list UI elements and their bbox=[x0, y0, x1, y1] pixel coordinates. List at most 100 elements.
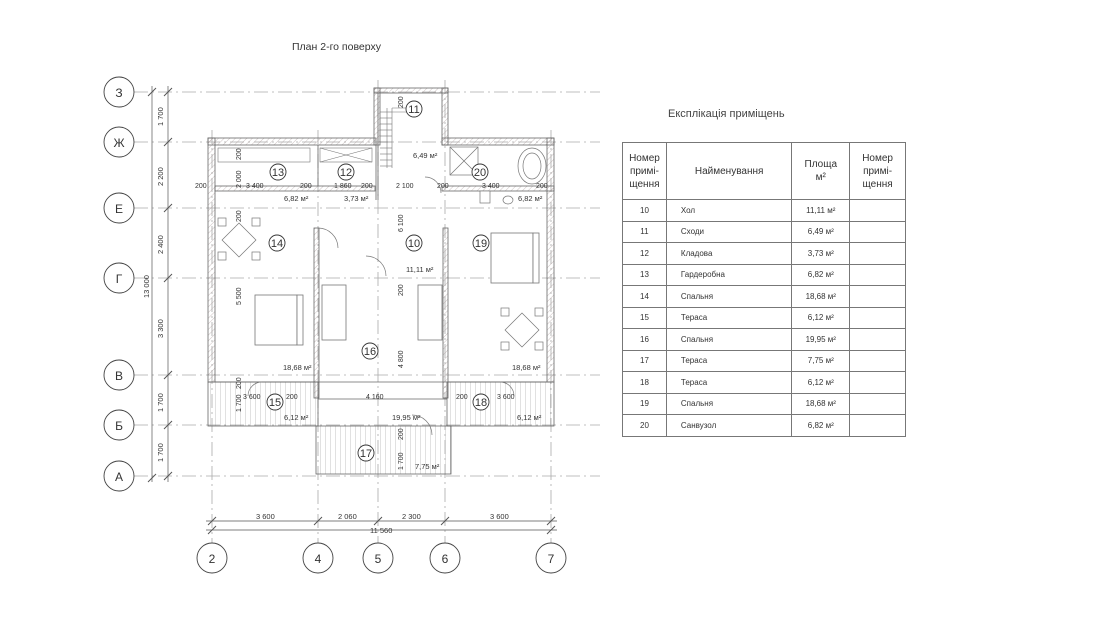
room-marker-19: 19 bbox=[472, 234, 490, 252]
dim-bottom-4: 3 600 bbox=[490, 512, 509, 521]
room-marker-11: 11 bbox=[405, 100, 423, 118]
cell-room-number-right bbox=[849, 242, 906, 265]
svg-text:15: 15 bbox=[269, 397, 281, 409]
dim-v-200d: 200 bbox=[398, 284, 405, 296]
cell-room-name: Сходи bbox=[665, 220, 793, 243]
dim-inner-200g: 200 bbox=[456, 394, 468, 401]
cell-room-number: 17 bbox=[622, 349, 667, 372]
cell-room-number-right bbox=[849, 220, 906, 243]
dim-v-200a: 200 bbox=[236, 148, 243, 160]
dim-left-5: 1 700 bbox=[156, 393, 165, 412]
room-marker-12: 12 bbox=[337, 163, 355, 181]
bathroom-fixtures bbox=[449, 146, 547, 205]
svg-text:6: 6 bbox=[442, 552, 449, 566]
svg-text:19: 19 bbox=[475, 238, 487, 250]
beds bbox=[254, 232, 540, 346]
dim-bottom-1: 3 600 bbox=[256, 512, 275, 521]
axis-marker-a: А bbox=[103, 460, 135, 492]
door-swings bbox=[247, 176, 515, 436]
dim-inner-3600b: 3 600 bbox=[497, 394, 515, 401]
dim-v-200b: 200 bbox=[236, 210, 243, 222]
dim-inner-3400a: 3 400 bbox=[246, 183, 264, 190]
cell-room-number-right bbox=[849, 263, 906, 286]
cell-room-name: Санвузол bbox=[665, 414, 793, 437]
cell-room-name: Хол bbox=[665, 199, 793, 222]
dim-inner-4160: 4 160 bbox=[366, 394, 384, 401]
cell-room-number: 11 bbox=[622, 220, 667, 243]
svg-text:12: 12 bbox=[340, 167, 352, 179]
dim-inner-3400b: 3 400 bbox=[482, 183, 500, 190]
axis-marker-6: 6 bbox=[429, 542, 461, 574]
cell-room-number: 18 bbox=[622, 371, 667, 394]
dim-left-1: 1 700 bbox=[156, 107, 165, 126]
svg-text:2: 2 bbox=[209, 552, 216, 566]
axis-marker-7: 7 bbox=[535, 542, 567, 574]
cell-room-name: Кладова bbox=[665, 242, 793, 265]
cell-room-number-right bbox=[849, 306, 906, 329]
bottom-dimension-labels: 3 600 2 060 2 300 3 600 11 560 bbox=[256, 512, 509, 535]
room-marker-14: 14 bbox=[268, 234, 286, 252]
cell-room-name: Спальня bbox=[665, 392, 793, 415]
cell-room-number: 15 bbox=[622, 306, 667, 329]
dim-inner-1860: 1 860 bbox=[334, 183, 352, 190]
dim-v-6100: 6 100 bbox=[398, 214, 405, 232]
dim-left-6: 1 700 bbox=[156, 443, 165, 462]
area-room-14: 18,68 м² bbox=[283, 363, 312, 372]
cell-room-number-right bbox=[849, 414, 906, 437]
dim-inner-200b: 200 bbox=[300, 183, 312, 190]
room-marker-17: 17 bbox=[357, 444, 375, 462]
cell-room-number-right bbox=[849, 285, 906, 308]
cell-room-area: 7,75 м² bbox=[791, 349, 851, 372]
cell-room-area: 19,95 м² bbox=[791, 328, 851, 351]
svg-text:14: 14 bbox=[271, 238, 283, 250]
room-marker-15: 15 bbox=[266, 393, 284, 411]
wardrobe-shelving bbox=[217, 147, 373, 163]
cell-room-name: Тераса bbox=[665, 371, 793, 394]
dim-v-2000: 2 000 bbox=[236, 170, 243, 188]
dim-left-4: 3 300 bbox=[156, 319, 165, 338]
axis-marker-h: Г bbox=[103, 262, 135, 294]
area-room-12: 3,73 м² bbox=[344, 194, 369, 203]
axis-marker-z: З bbox=[103, 76, 135, 108]
axis-number-markers: 2 4 5 6 7 bbox=[196, 542, 567, 574]
cell-room-name: Спальня bbox=[665, 285, 793, 308]
cell-room-area: 6,49 м² bbox=[791, 220, 851, 243]
axis-marker-b: Б bbox=[103, 409, 135, 441]
cell-room-name: Тераса bbox=[665, 349, 793, 372]
header-area-unit: м² bbox=[815, 172, 826, 183]
bottom-dimension-chain bbox=[206, 516, 557, 535]
svg-text:7: 7 bbox=[548, 552, 555, 566]
dim-inner-200e: 200 bbox=[437, 183, 449, 190]
dim-v-1700b: 1 700 bbox=[398, 452, 405, 470]
svg-text:5: 5 bbox=[375, 552, 382, 566]
svg-text:16: 16 bbox=[364, 346, 376, 358]
axis-marker-2: 2 bbox=[196, 542, 228, 574]
area-room-13: 6,82 м² bbox=[284, 194, 309, 203]
dim-inner-200a: 200 bbox=[195, 183, 207, 190]
room-marker-18: 18 bbox=[472, 393, 490, 411]
svg-text:13: 13 bbox=[272, 167, 284, 179]
dining-sets bbox=[217, 217, 544, 351]
svg-text:Б: Б bbox=[115, 419, 123, 433]
cell-room-number: 13 bbox=[622, 263, 667, 286]
dim-left-3: 2 400 bbox=[156, 235, 165, 254]
walls bbox=[207, 87, 555, 399]
svg-text:17: 17 bbox=[360, 448, 372, 460]
cell-room-number-right bbox=[849, 371, 906, 394]
svg-text:11: 11 bbox=[408, 104, 419, 116]
plan-title: План 2-го поверху bbox=[292, 41, 382, 53]
cell-room-area: 6,82 м² bbox=[791, 263, 851, 286]
header-room-name: Найменування bbox=[665, 142, 793, 200]
staircase bbox=[380, 107, 413, 168]
cell-room-area: 6,12 м² bbox=[791, 371, 851, 394]
svg-text:Е: Е bbox=[115, 202, 123, 216]
dim-left-2: 2 200 bbox=[156, 167, 165, 186]
svg-text:10: 10 bbox=[408, 238, 420, 250]
terraces bbox=[207, 381, 555, 475]
